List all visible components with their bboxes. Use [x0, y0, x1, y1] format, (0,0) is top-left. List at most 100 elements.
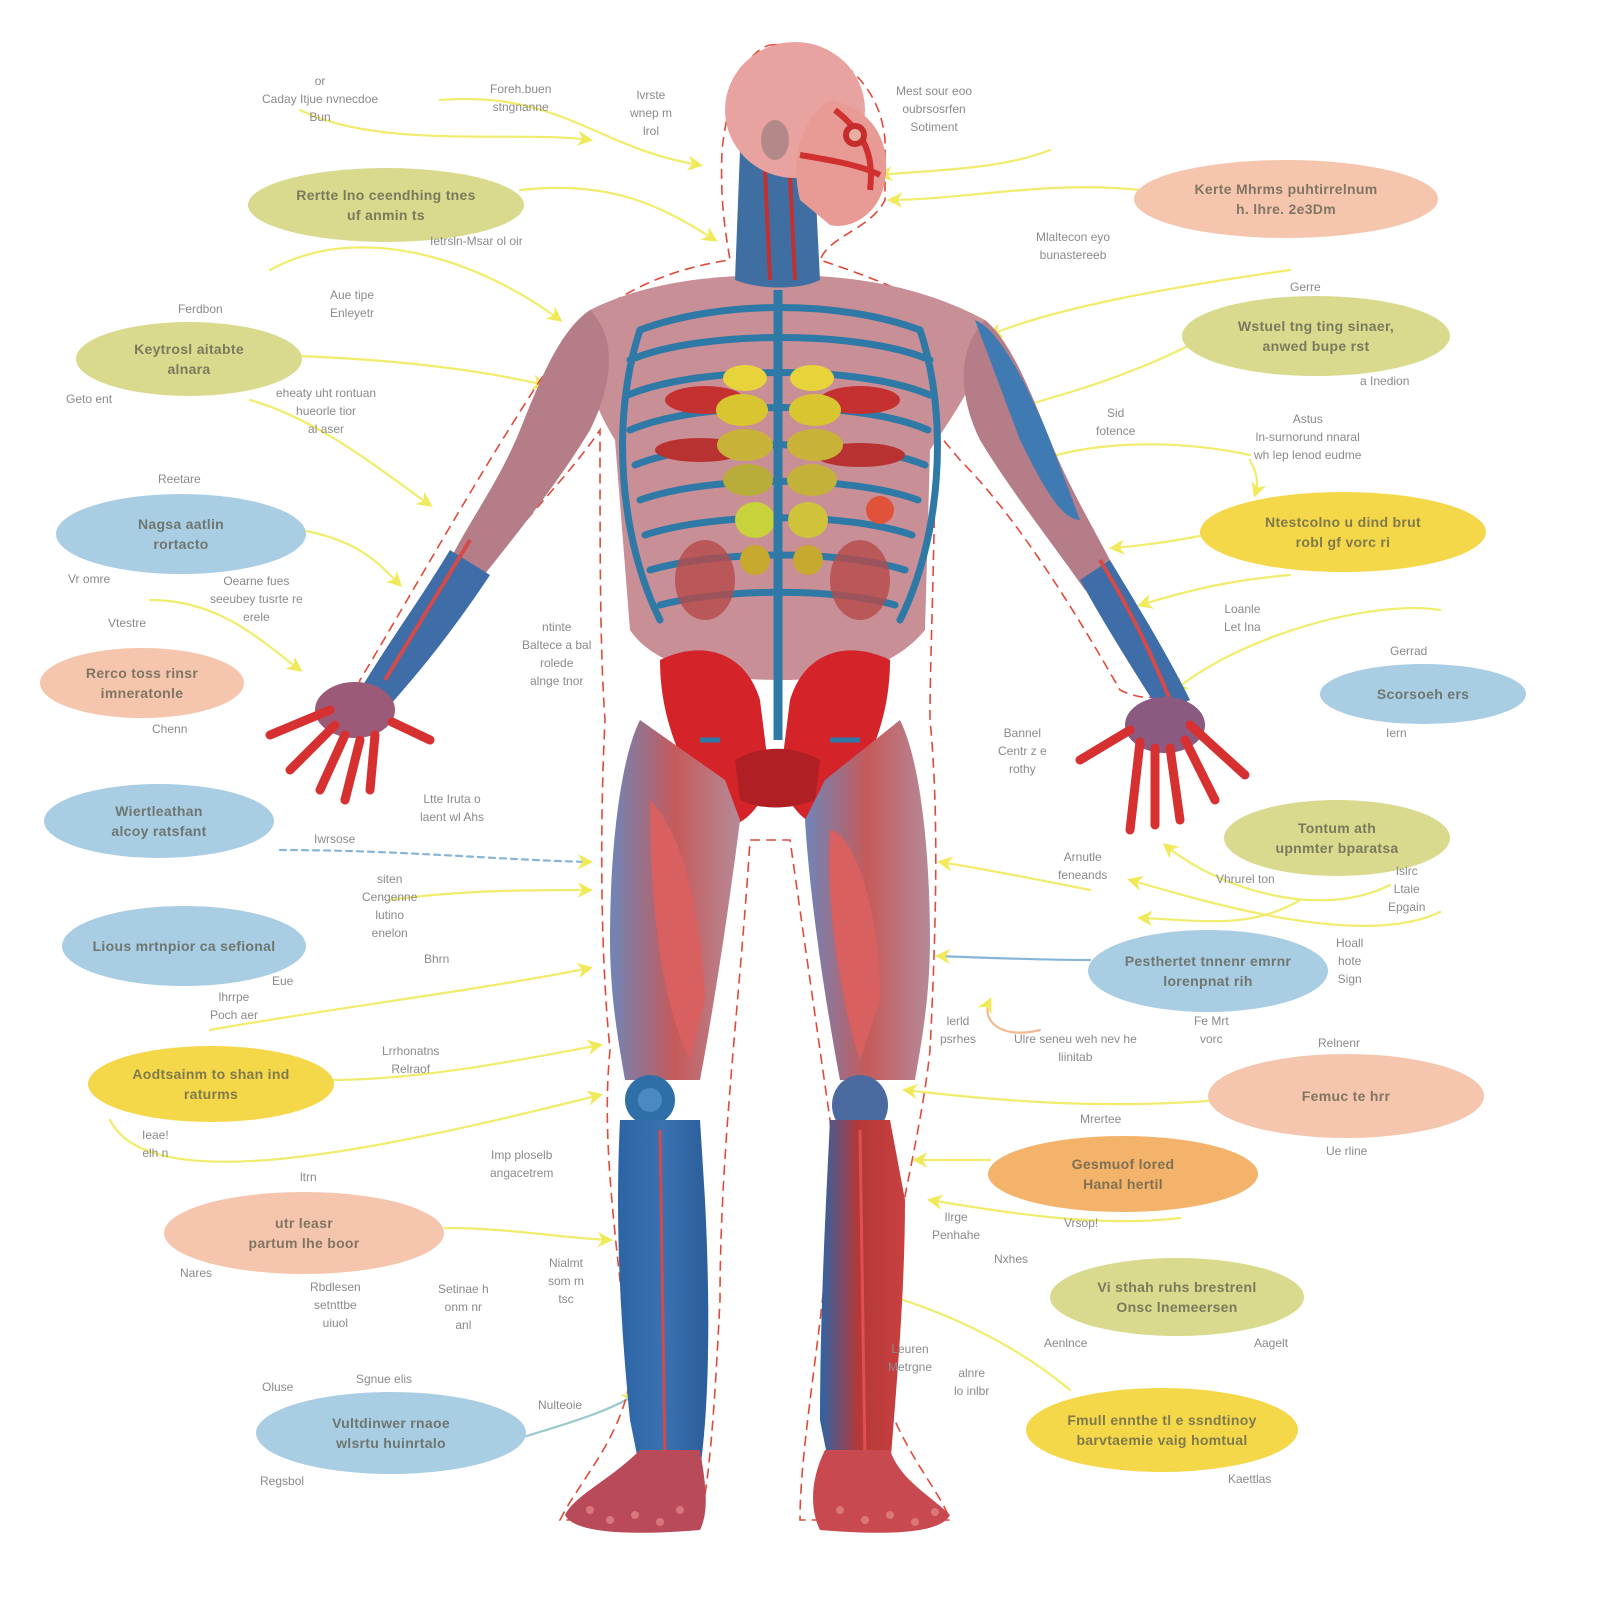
- bubble-text: Scorsoeh ers: [1376, 686, 1470, 702]
- annotation-note: Oluse: [262, 1380, 294, 1394]
- annotation-note: Imp ploselb angacetrem: [490, 1148, 554, 1180]
- label-bubble: Wstuel tng ting sinaer, anwed bupe rst: [1182, 296, 1450, 376]
- annotation-note: Vtestre: [108, 616, 147, 630]
- annotation-note: Ue rline: [1326, 1144, 1368, 1158]
- annotation-note: Ltte Iruta o laent wl Ahs: [420, 792, 485, 824]
- bubble-text: Aodtsainm to shan ind raturms: [132, 1066, 290, 1102]
- annotation-note: Setinae h onm nr anl: [438, 1282, 489, 1332]
- label-bubble: Ntestcolno u dind brut robl gf vorc ri: [1200, 492, 1486, 572]
- annotation-note: Leuren Metrgne: [888, 1342, 933, 1374]
- annotation-note: Ferdbon: [178, 302, 223, 316]
- annotation-note: Aenlnce: [1044, 1336, 1088, 1350]
- label-bubble: Rerco toss rinsr imneratonle: [40, 648, 244, 718]
- annotation-note: Mlaltecon eyo bunastereeb: [1036, 230, 1111, 262]
- right-forearm: [1080, 560, 1190, 712]
- left-upper-arm: [450, 310, 609, 580]
- left-foot: [565, 1450, 706, 1533]
- bubble-text: Tontum ath upnmter bparatsa: [1275, 820, 1399, 856]
- bubble-text: Rerco toss rinsr imneratonle: [85, 665, 199, 701]
- annotation-note: Bannel Centr z e rothy: [998, 726, 1047, 776]
- bubble-text: Fmull ennthe tl e ssndtinoy barvtaemie v…: [1067, 1412, 1257, 1448]
- annotation-note: lerld psrhes: [940, 1014, 977, 1046]
- annotation-note: Vhrurel ton: [1216, 872, 1275, 886]
- label-bubble: Lious mrtnpior ca sefional: [62, 906, 306, 986]
- left-hand: [265, 682, 435, 805]
- annotation-note: Iwrsose: [314, 832, 356, 846]
- bubble-text: Nagsa aatlin rortacto: [137, 516, 225, 552]
- annotation-note: Islrc Ltaie Epgain: [1388, 864, 1426, 914]
- annotation-note: Oearne fues seeubey tusrte re erele: [210, 574, 303, 624]
- ear: [761, 120, 789, 160]
- label-bubble: utr leasr partum lhe boor: [164, 1192, 444, 1274]
- right-hand: [1075, 697, 1250, 835]
- annotation-note: Rbdlesen setnttbe uiuol: [310, 1280, 361, 1330]
- annotation-note: Astus ln-surnorund nnaral wh lep lenod e…: [1254, 412, 1362, 462]
- annotation-note: alnre lo inlbr: [954, 1366, 990, 1398]
- annotation-note: Geto ent: [66, 392, 113, 406]
- annotation-note: Nares: [180, 1266, 213, 1280]
- annotation-note: Mrertee: [1080, 1112, 1122, 1126]
- annotation-note: Hoall hote Sign: [1336, 936, 1364, 986]
- annotation-note: lvrste wnep m lrol: [630, 88, 673, 138]
- label-bubble: Keytrosl aitabte alnara: [76, 322, 302, 396]
- annotation-note: Gerrad: [1390, 644, 1428, 658]
- label-bubble: Rertte lno ceendhing tnes uf anmin ts: [248, 168, 524, 242]
- annotation-note: siten Cengenne lutino enelon: [362, 872, 418, 940]
- annotation-note: Fe Mrt vorc: [1194, 1014, 1229, 1046]
- annotation-note: Ilrge Penhahe: [932, 1210, 981, 1242]
- annotation-note: Bhrn: [424, 952, 450, 966]
- annotation-note: Chenn: [152, 722, 188, 736]
- annotation-note: Aagelt: [1254, 1336, 1289, 1350]
- annotation-note: Ieae! elh n: [142, 1128, 169, 1160]
- bubble-text: Wiertleathan alcoy ratsfant: [111, 803, 207, 839]
- annotation-note: Nialmt som m tsc: [548, 1256, 584, 1306]
- right-foot: [813, 1450, 950, 1533]
- label-bubble: Aodtsainm to shan ind raturms: [88, 1046, 334, 1122]
- annotation-note: Sgnue elis: [356, 1372, 413, 1386]
- annotation-note: Ietrsln-Msar ol oir: [430, 234, 523, 248]
- bubble-text: Vi sthah ruhs brestrenl Onsc lnemeersen: [1097, 1279, 1257, 1315]
- annotation-note: Foreh.buen stngnanne: [490, 82, 552, 114]
- annotation-note: Ulre seneu weh nev he liinitab: [1014, 1032, 1137, 1064]
- label-bubble: Nagsa aatlin rortacto: [56, 494, 306, 574]
- label-bubble: Vultdinwer rnaoe wlsrtu huinrtalo: [256, 1392, 526, 1474]
- pelvis: [660, 650, 890, 826]
- connector-arrows: [108, 97, 1442, 1440]
- label-bubble: Vi sthah ruhs brestrenl Onsc lnemeersen: [1050, 1258, 1304, 1336]
- annotation-note: Mest sour eoo oubrsosrfen Sotiment: [896, 84, 973, 134]
- bubble-text: Ntestcolno u dind brut robl gf vorc ri: [1265, 514, 1421, 550]
- label-bubble: Fmull ennthe tl e ssndtinoy barvtaemie v…: [1026, 1388, 1298, 1472]
- bubble-text: Pesthertet tnnenr emrnr lorenpnat rih: [1124, 953, 1292, 989]
- annotation-note: lhrrpe Poch aer: [210, 990, 259, 1022]
- bubble-text: Gesmuof lored Hanal hertil: [1071, 1156, 1175, 1192]
- annotation-note: Loanle Let Ina: [1224, 602, 1261, 634]
- annotation-note: Reetare: [158, 472, 201, 486]
- label-bubble: Scorsoeh ers: [1320, 664, 1526, 724]
- annotation-note: ltrn: [300, 1170, 317, 1184]
- annotation-note: Iern: [1386, 726, 1407, 740]
- bubble-text: Rertte lno ceendhing tnes uf anmin ts: [296, 187, 476, 223]
- bubble-text: Wstuel tng ting sinaer, anwed bupe rst: [1237, 318, 1395, 354]
- annotation-note: Nxhes: [994, 1252, 1029, 1266]
- label-bubble: Wiertleathan alcoy ratsfant: [44, 784, 274, 858]
- annotation-note: Arnutle feneands: [1058, 850, 1108, 882]
- annotation-note: Sid fotence: [1096, 406, 1136, 438]
- bubble-text: Vultdinwer rnaoe wlsrtu huinrtalo: [332, 1415, 450, 1451]
- left-forearm: [360, 550, 490, 705]
- annotation-note: Kaettlas: [1228, 1472, 1272, 1486]
- annotation-note: Aue tipe Enleyetr: [330, 288, 375, 320]
- annotation-note: Vr omre: [68, 572, 111, 586]
- annotation-note: a Inedion: [1360, 374, 1410, 388]
- annotation-note: Eue: [272, 974, 294, 988]
- bubble-text: Femuc te hrr: [1301, 1088, 1391, 1104]
- annotation-note: Vrsop!: [1064, 1216, 1099, 1230]
- annotation-note: Nulteoie: [538, 1398, 583, 1412]
- label-bubble: Tontum ath upnmter bparatsa: [1224, 800, 1450, 876]
- bubble-text: Lious mrtnpior ca sefional: [92, 938, 276, 954]
- annotation-note: Lrrhonatns Relraof: [382, 1044, 440, 1076]
- annotation-note: Regsbol: [260, 1474, 305, 1488]
- label-bubble: Pesthertet tnnenr emrnr lorenpnat rih: [1088, 930, 1328, 1012]
- annotation-note: eheaty uht rontuan hueorle tior al aser: [276, 386, 377, 436]
- annotation-note: or Caday Itjue nvnecdoe Bun: [262, 74, 379, 124]
